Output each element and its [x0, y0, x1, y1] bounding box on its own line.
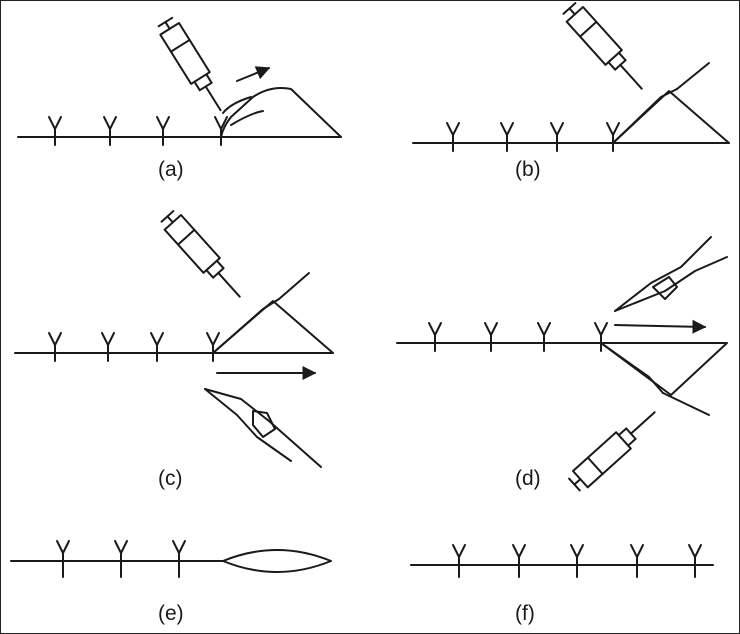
panel-f	[410, 544, 714, 578]
panel-a	[17, 16, 342, 146]
panel-label-c: (c)	[158, 467, 183, 490]
panel-label-a: (a)	[158, 158, 184, 181]
closed-incision	[222, 549, 332, 573]
lifted-skin-flap	[220, 87, 342, 138]
syringe-icon	[160, 210, 241, 298]
scalpel-icon	[614, 236, 728, 312]
panel-label-d: (d)	[515, 467, 541, 490]
panel-label-b: (b)	[515, 158, 541, 181]
skin-wedge	[612, 62, 730, 144]
direction-arrow	[236, 66, 271, 82]
syringe-icon	[568, 411, 656, 492]
panel-c	[14, 210, 334, 468]
scalpel-icon	[204, 388, 322, 468]
panel-e	[10, 540, 332, 578]
syringe-icon	[157, 16, 222, 112]
syringe-icon	[562, 2, 643, 90]
hair-follicles	[446, 122, 620, 152]
hair-follicles	[452, 544, 702, 578]
panel-b	[412, 2, 730, 152]
direction-arrow	[614, 319, 707, 334]
panel-d	[396, 236, 728, 492]
panel-label-f: (f)	[515, 602, 535, 625]
skin-wedge	[212, 272, 334, 354]
hair-follicles	[48, 332, 220, 362]
hair-follicles	[56, 540, 186, 578]
hair-follicles	[48, 116, 228, 146]
everted-skin-wedge	[600, 342, 728, 416]
panel-label-e: (e)	[158, 602, 184, 625]
hair-follicles	[428, 322, 608, 352]
